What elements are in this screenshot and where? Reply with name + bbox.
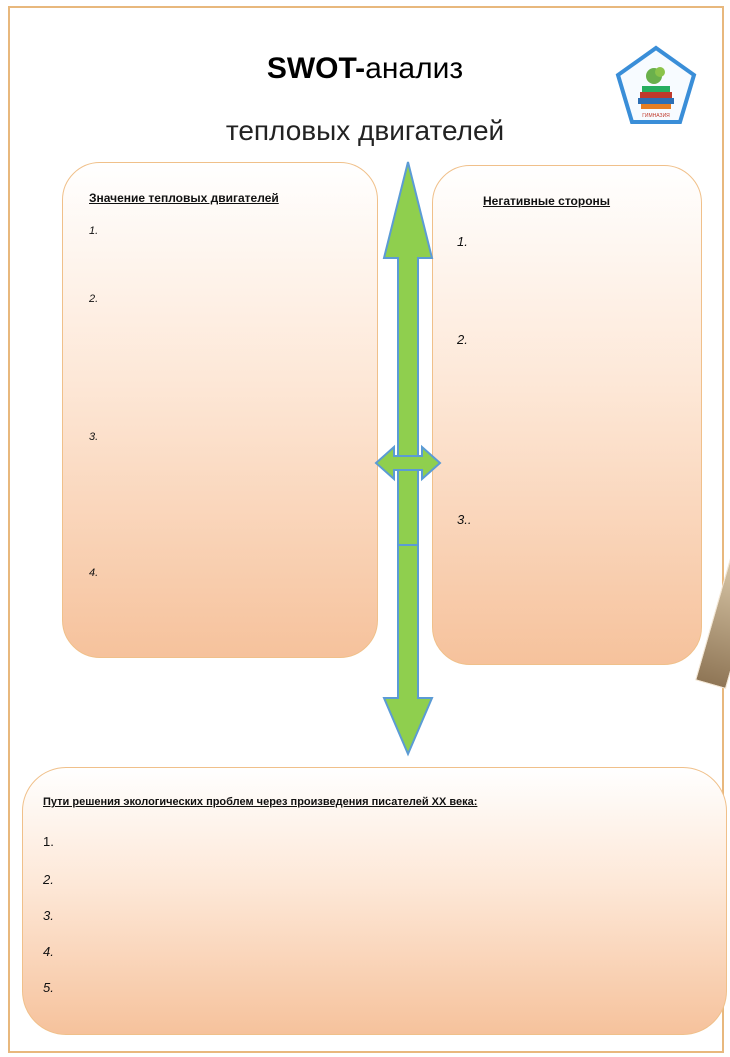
school-logo-icon: ГИМНАЗИЯ bbox=[614, 44, 698, 128]
negative-item-2: 2. bbox=[457, 332, 468, 347]
solutions-item-2: 2. bbox=[43, 872, 54, 887]
significance-item-2: 2. bbox=[89, 293, 99, 305]
negative-heading: Негативные стороны bbox=[483, 194, 611, 208]
page-title: SWOT-анализ bbox=[0, 52, 730, 86]
significance-heading: Значение тепловых двигателей bbox=[89, 191, 279, 205]
significance-box: Значение тепловых двигателей 1. 2. 3. 4. bbox=[62, 162, 378, 658]
solutions-item-1: 1. bbox=[43, 834, 54, 849]
page-subtitle: тепловых двигателей bbox=[225, 115, 505, 146]
significance-item-4: 4. bbox=[89, 567, 99, 579]
solutions-box: Пути решения экологических проблем через… bbox=[22, 767, 727, 1035]
title-swot: SWOT- bbox=[266, 52, 366, 85]
arrows-graphic bbox=[374, 161, 442, 757]
negative-box: Негативные стороны 1. 2. 3.. bbox=[432, 165, 702, 665]
vertical-down-arrow bbox=[382, 544, 434, 757]
solutions-item-3: 3. bbox=[43, 908, 54, 923]
logo-caption: ГИМНАЗИЯ bbox=[642, 113, 670, 119]
solutions-item-5: 5. bbox=[43, 980, 54, 995]
solutions-heading: Пути решения экологических проблем через… bbox=[43, 796, 478, 808]
negative-item-3: 3.. bbox=[457, 512, 472, 527]
solutions-item-4: 4. bbox=[43, 944, 54, 959]
vertical-up-arrow bbox=[382, 161, 434, 546]
title-analysis: анализ bbox=[365, 52, 464, 85]
horizontal-double-arrow bbox=[374, 444, 442, 482]
significance-item-3: 3. bbox=[89, 431, 99, 443]
significance-item-1: 1. bbox=[89, 225, 99, 237]
negative-item-1: 1. bbox=[457, 234, 468, 249]
